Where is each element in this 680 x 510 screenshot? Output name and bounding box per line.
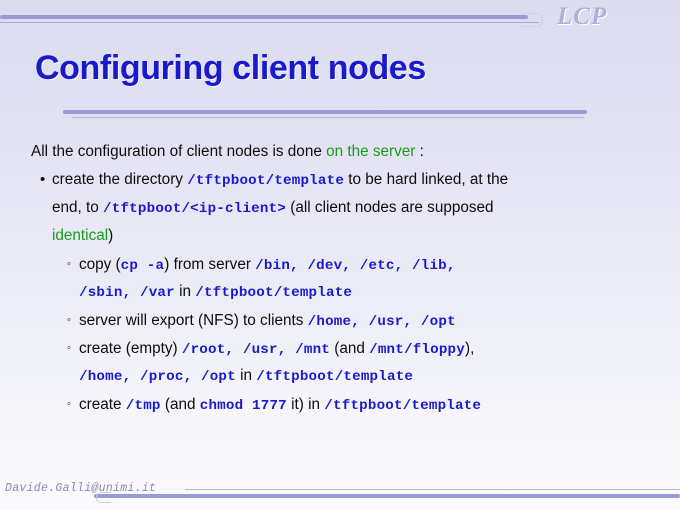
footer-rule-thick (94, 494, 680, 498)
intro-text-b: : (415, 143, 424, 160)
body-text: (and (330, 340, 370, 357)
header-rule-cap (520, 13, 543, 27)
code-text: /root, /usr, /mnt (181, 342, 330, 358)
footer-rule-thin (185, 489, 680, 490)
body-text: ) from server (164, 256, 256, 273)
bullet-marker-icon: • (40, 171, 46, 188)
body-text: (and (160, 396, 200, 413)
footer-rule-cap (96, 492, 111, 503)
sub-bullet-marker-icon: ◦ (67, 342, 71, 354)
bullet1-highlight-identical: identical (52, 227, 109, 244)
body-text: in (235, 367, 257, 384)
code-text: /tftpboot/template (256, 369, 414, 385)
bullet1-text-b: to be hard linked, at the (344, 171, 509, 188)
bullet-item-create-directory-line2: end, to /tftpboot/<ip-client> (all clien… (0, 194, 680, 222)
sub-bullet-item: ◦ create (empty) /root, /usr, /mnt (and /… (0, 334, 680, 362)
body-text: create (79, 396, 126, 413)
body-text: copy ( (79, 256, 121, 273)
sub-bullet-item: ◦ copy (cp -a) from server /bin, /dev, /e… (0, 250, 680, 278)
code-text: /tmp (125, 398, 161, 414)
code-text: chmod 1777 (199, 398, 287, 414)
body-text: server will export (NFS) to clients (79, 312, 308, 329)
bullet1-line3-text-b: ) (108, 227, 114, 244)
code-tftpboot-ip-client: /tftpboot/<ip-client> (103, 201, 287, 217)
code-text: /home, /usr, /opt (307, 314, 456, 330)
intro-highlight: on the server (326, 143, 416, 160)
sub-bullet-marker-icon: ◦ (67, 314, 71, 326)
bullet1-line2-text-b: (all client nodes are supposed (286, 199, 494, 216)
code-tftpboot-template: /tftpboot/template (187, 173, 345, 189)
sub-bullet-list: ◦ copy (cp -a) from server /bin, /dev, /e… (0, 250, 680, 418)
sub-bullet-marker-icon: ◦ (67, 398, 71, 410)
sub-bullet-item: ◦ server will export (NFS) to clients /ho… (0, 306, 680, 334)
code-text: /tftpboot/template (195, 285, 353, 301)
sub-bullet-item: ◦ create /tmp (and chmod 1777 it) in /tft… (0, 390, 680, 418)
code-text: /mnt/floppy (369, 342, 465, 358)
footer-email: Davide.Galli@unimi.it (5, 482, 157, 495)
bullet1-line2-text-a: end, to (52, 199, 104, 216)
body-text: it) in (286, 396, 325, 413)
bullet1-text-a: create the directory (52, 171, 188, 188)
page-title: Configuring client nodes (35, 49, 426, 87)
sub-bullet-marker-icon: ◦ (67, 258, 71, 270)
slide-body: All the configuration of client nodes is… (0, 138, 680, 418)
code-text: /home, /proc, /opt (79, 369, 236, 385)
body-text: create (empty) (79, 340, 182, 357)
bullet-item-create-directory: • create the directory /tftpboot/template… (0, 166, 680, 194)
sub-bullet-item: /home, /proc, /opt in /tftpboot/template (0, 362, 680, 390)
bullet-item-create-directory-line3: identical) (0, 222, 680, 250)
code-text: /sbin, /var (79, 285, 175, 301)
code-text: /bin, /dev, /etc, /lib, (255, 258, 456, 274)
sub-bullet-item: /sbin, /var in /tftpboot/template (0, 278, 680, 306)
title-divider-thin (72, 117, 584, 118)
header-rule-thick (0, 15, 528, 19)
code-text: cp -a (120, 258, 165, 274)
body-text: ), (464, 340, 475, 357)
intro-text-a: All the configuration of client nodes is… (31, 143, 327, 160)
title-divider-thick (63, 110, 587, 114)
lcp-logo: LCP (557, 3, 608, 30)
intro-line: All the configuration of client nodes is… (0, 138, 680, 166)
body-text: in (174, 283, 196, 300)
header-rule-thin (0, 22, 539, 23)
code-text: /tftpboot/template (324, 398, 482, 414)
